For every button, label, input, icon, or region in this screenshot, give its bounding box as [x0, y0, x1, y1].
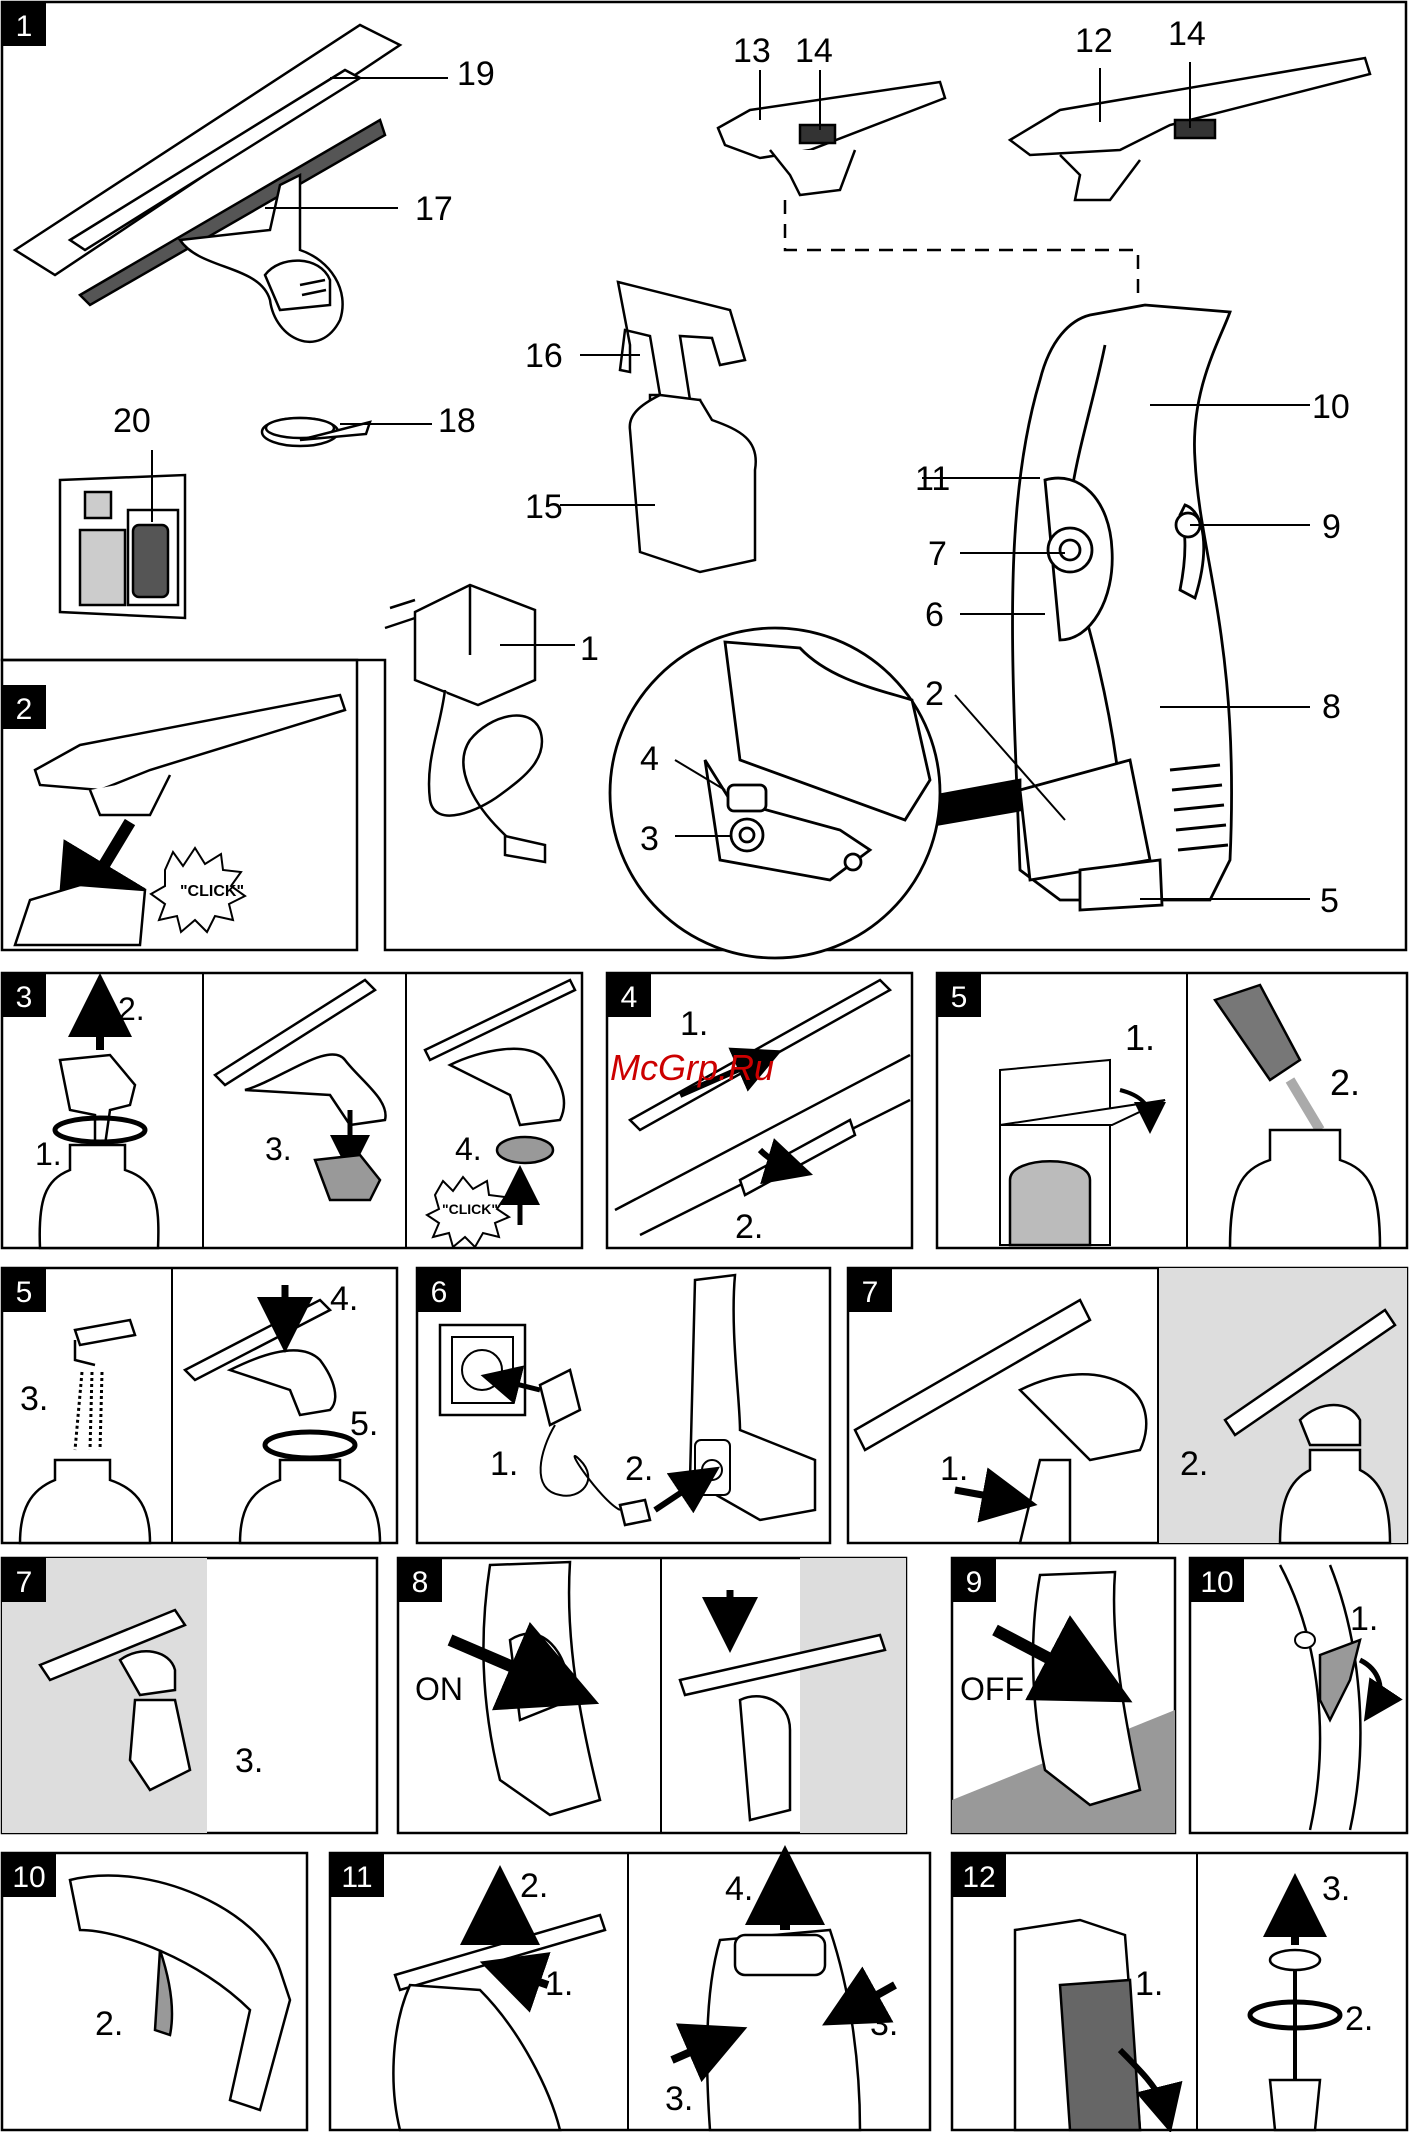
step-5a-2: 2. [1330, 1062, 1360, 1103]
panel-10a: 10 1. [1190, 1558, 1407, 1833]
panel-12: 12 1. 3. 2. [952, 1853, 1407, 2130]
panel-6: 6 1. 2. [417, 1268, 830, 1543]
svg-text:5: 5 [16, 1276, 33, 1309]
detail-magnifier [610, 628, 1020, 958]
step-6-1: 1. [490, 1445, 518, 1483]
nozzle-dashed-line [785, 200, 1138, 300]
click-label-3: "CLICK" [442, 1201, 498, 1217]
step-4-2: 2. [735, 1208, 763, 1246]
svg-text:10: 10 [12, 1861, 45, 1894]
panel-7b: 7 3. [2, 1558, 377, 1833]
panel-10b: 10 2. [2, 1853, 307, 2130]
switch-on-label: ON [415, 1671, 463, 1707]
label-18: 18 [438, 402, 476, 440]
switch-off-label: OFF [960, 1671, 1024, 1707]
step-5a-1: 1. [1125, 1017, 1155, 1058]
svg-text:2: 2 [16, 693, 33, 726]
label-12: 12 [1075, 22, 1113, 60]
step-5b-5: 5. [350, 1405, 378, 1443]
step-3-1: 1. [35, 1136, 62, 1172]
label-14a: 14 [795, 32, 833, 70]
svg-text:7: 7 [16, 1566, 33, 1599]
label-9: 9 [1322, 508, 1341, 546]
squeegee-illustration [15, 25, 400, 342]
step-10a-1: 1. [1350, 1600, 1378, 1638]
instruction-card-illustration [60, 475, 185, 618]
step-12-2: 2. [1345, 2000, 1373, 2038]
svg-text:7: 7 [862, 1276, 879, 1309]
label-20: 20 [113, 402, 151, 440]
svg-text:5: 5 [951, 981, 968, 1014]
spray-bottle-illustration [618, 282, 756, 572]
label-17: 17 [415, 190, 453, 228]
svg-text:11: 11 [341, 1861, 372, 1894]
step-3-4: 4. [455, 1131, 482, 1167]
step-3-3: 3. [265, 1131, 292, 1167]
nozzle-narrow-illustration [718, 82, 945, 195]
label-15: 15 [525, 488, 563, 526]
panel-11: 11 2. 1. 4. 3. 3. [330, 1853, 930, 2130]
label-7: 7 [928, 535, 947, 573]
step-12-1: 1. [1135, 1965, 1163, 2003]
step-11-2: 2. [520, 1867, 548, 1905]
label-1: 1 [580, 630, 599, 668]
label-11: 11 [915, 460, 950, 498]
svg-text:12: 12 [962, 1861, 995, 1894]
panel-3: 3 2. 1. 3. 4. "CLICK" [2, 973, 582, 1248]
label-2a: 2 [925, 675, 944, 713]
ring-illustration [262, 418, 370, 446]
label-6: 6 [925, 596, 944, 634]
svg-text:1: 1 [16, 10, 33, 43]
svg-text:6: 6 [431, 1276, 448, 1309]
panel-8: 8 ON [398, 1558, 906, 1833]
step-12-3: 3. [1322, 1870, 1350, 1908]
step-7a-2: 2. [1180, 1445, 1208, 1483]
panel-9: 9 OFF [952, 1558, 1175, 1833]
step-7b-3: 3. [235, 1742, 263, 1780]
svg-text:8: 8 [412, 1566, 429, 1599]
svg-text:3: 3 [16, 981, 33, 1014]
step-11-4: 4. [725, 1870, 753, 1908]
step-3-2: 2. [118, 991, 145, 1027]
click-label-2: "CLICK" [180, 883, 244, 900]
label-16: 16 [525, 337, 563, 375]
svg-text:10: 10 [1200, 1566, 1233, 1599]
panel-5b: 5 3. 4. 5. [2, 1268, 397, 1543]
vacuum-unit-illustration [1013, 305, 1232, 910]
label-13: 13 [733, 32, 771, 70]
label-3: 3 [640, 820, 659, 858]
step-7a-1: 1. [940, 1450, 968, 1488]
label-4: 4 [640, 740, 659, 778]
step-11-1: 1. [545, 1965, 573, 2003]
label-18-19: 19 [457, 55, 495, 93]
step-11-3a: 3. [870, 2005, 898, 2043]
panel-5a: 5 1. 2. [937, 973, 1407, 1248]
panel-2: 2 "CLICK" [2, 660, 357, 950]
step-11-3b: 3. [665, 2080, 693, 2118]
label-14b: 14 [1168, 15, 1206, 53]
label-5: 5 [1320, 882, 1339, 920]
section-number-1: 1 [2, 2, 46, 46]
panel-7a: 7 1. 2. [848, 1268, 1407, 1543]
label-10: 10 [1312, 388, 1350, 426]
step-6-2: 2. [625, 1450, 653, 1488]
step-5b-4: 4. [330, 1280, 358, 1318]
panel-4: 4 1. 2. [607, 973, 912, 1248]
svg-text:9: 9 [966, 1566, 983, 1599]
label-8: 8 [1322, 688, 1341, 726]
step-5b-3: 3. [20, 1380, 48, 1418]
watermark: McGrp.Ru [610, 1047, 774, 1088]
svg-text:4: 4 [621, 981, 638, 1014]
charger-illustration [385, 585, 545, 862]
step-10b-2: 2. [95, 2005, 123, 2043]
step-4-1: 1. [680, 1005, 708, 1043]
